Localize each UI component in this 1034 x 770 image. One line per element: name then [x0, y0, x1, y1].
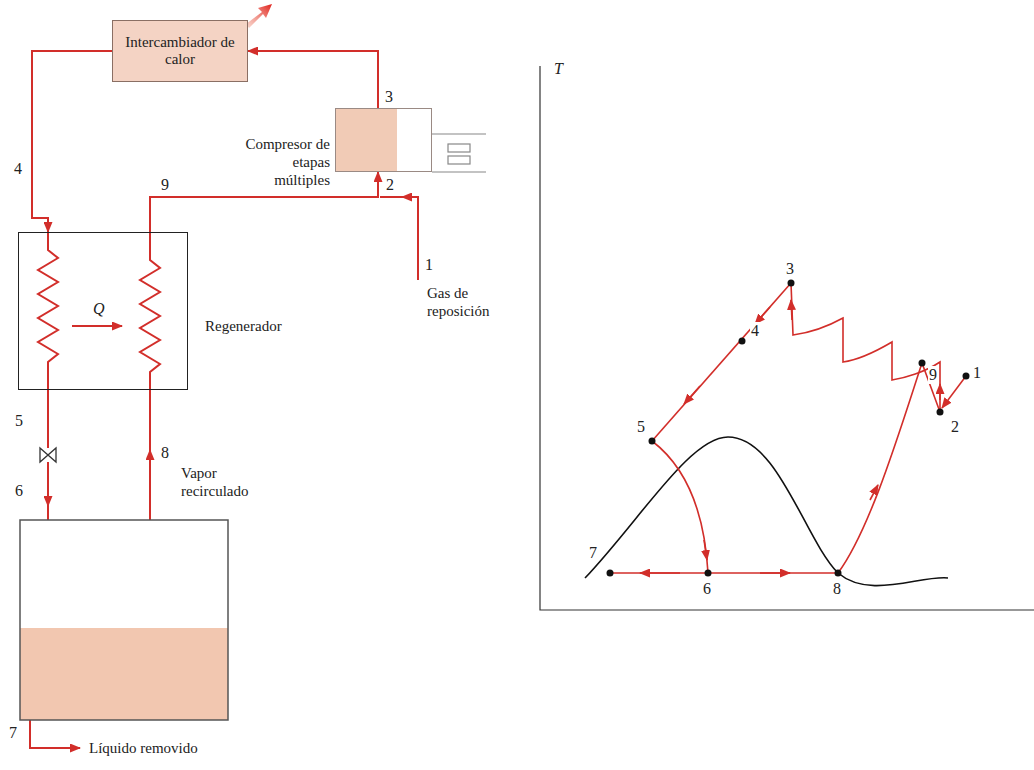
state-points: [607, 280, 970, 577]
part-name: Regenerador: [205, 317, 315, 335]
state-number: 1: [972, 364, 982, 382]
state-number: 1: [424, 256, 434, 274]
state-number: 4: [750, 322, 760, 340]
state-number: 8: [832, 580, 842, 598]
box-text: Intercambiador de calor: [121, 34, 239, 68]
state-number: T: [553, 60, 564, 78]
heat-release-arrow: [246, 4, 272, 28]
separator-tank: [20, 520, 228, 720]
state-number: 5: [636, 418, 646, 436]
state-number: 4: [13, 160, 23, 178]
state-number: 2: [385, 176, 395, 194]
state-number: 9: [928, 366, 938, 384]
pipe-connector: [248, 51, 378, 108]
state-number: 9: [160, 176, 170, 194]
state-number: 7: [588, 544, 598, 562]
state-number: 6: [702, 580, 712, 598]
saturation-dome: [585, 437, 948, 586]
process-lines: [612, 283, 966, 573]
state-number: 2: [950, 418, 960, 436]
stream-label: Gas de reposición: [426, 284, 523, 320]
compressor-box: Compresor de etapas múltiples: [335, 108, 432, 172]
state-number: 8: [160, 444, 170, 462]
heat-exchanger-box: Intercambiador de calor: [112, 20, 248, 82]
state-number: 5: [14, 412, 24, 430]
pipe-connector: [150, 172, 378, 232]
state-number: Q: [92, 300, 106, 318]
stream-label: Líquido removido: [88, 739, 240, 757]
ts-axes: [540, 66, 1034, 610]
part-name: Compresor de etapas múltiples: [235, 135, 330, 189]
state-number: 3: [384, 88, 394, 106]
state-number: 6: [14, 482, 24, 500]
stream-label: Vapor recirculado: [180, 464, 282, 500]
state-number: 7: [8, 724, 18, 742]
expansion-valve: [40, 448, 56, 462]
state-number: 3: [785, 260, 795, 278]
pipe-connector: [32, 51, 112, 232]
